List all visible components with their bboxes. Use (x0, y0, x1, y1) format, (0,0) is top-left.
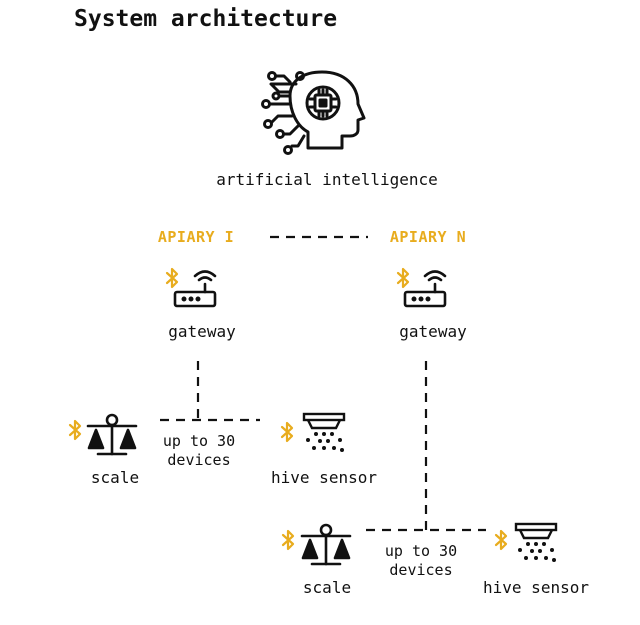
apiary-1-heading: APIARY I (157, 228, 235, 246)
gateway-1-label: gateway (168, 322, 236, 341)
device-limit-note-1: up to 30 devices (163, 432, 235, 470)
device-limit-line: up to 30 (384, 542, 458, 560)
device-limit-line: devices (167, 451, 231, 469)
gateway-n-label: gateway (399, 322, 467, 341)
hive-sensor-1-label: hive sensor (271, 468, 377, 487)
device-limit-line: up to 30 (162, 432, 236, 450)
hive-sensor-n-label: hive sensor (483, 578, 589, 597)
scale-n-label: scale (302, 578, 352, 597)
apiary-n-heading: APIARY N (389, 228, 467, 246)
device-limit-note-n: up to 30 devices (385, 542, 457, 580)
scale-1-label: scale (90, 468, 140, 487)
device-limit-line: devices (389, 561, 453, 579)
page-title: System architecture (74, 6, 338, 32)
ai-label: artificial intelligence (216, 170, 438, 189)
